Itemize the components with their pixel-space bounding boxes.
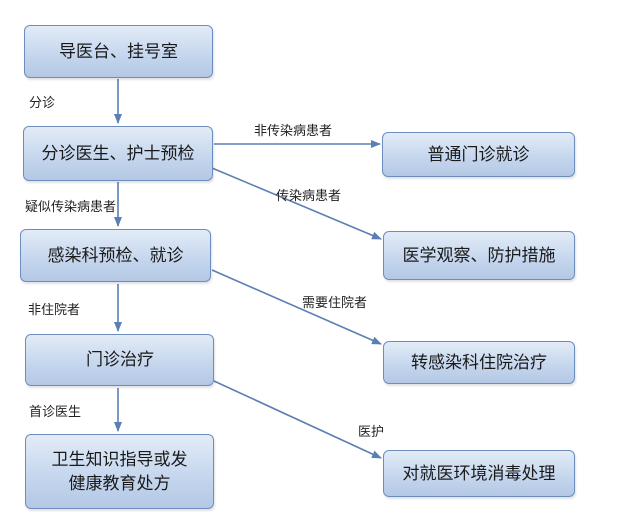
node-triage-desk-text: 导医台、挂号室: [59, 41, 178, 62]
node-observation: 医学观察、防护措施: [383, 231, 575, 280]
node-pre-check: 分诊医生、护士预检: [23, 126, 213, 181]
edge-label-suspected-infectious: 疑似传染病患者: [25, 200, 117, 215]
node-outpatient-treatment: 门诊治疗: [25, 334, 214, 386]
node-general-clinic: 普通门诊就诊: [382, 132, 575, 177]
node-disinfection-text: 对就医环境消毒处理: [402, 463, 556, 484]
node-outpatient-treatment-text: 门诊治疗: [86, 350, 154, 370]
node-infection-pre-check-text: 感染科预检、就诊: [47, 245, 184, 266]
node-health-education-text: 卫生知识指导或发 健康教育处方: [51, 449, 188, 494]
edge-label-infectious: 传染病患者: [276, 189, 342, 204]
edge-label-first-doctor: 首诊医生: [29, 405, 82, 420]
edge-label-needs-inpatient: 需要住院者: [302, 296, 368, 311]
edge-label-non-infectious: 非传染病患者: [254, 124, 333, 139]
node-observation-text: 医学观察、防护措施: [402, 245, 556, 266]
node-pre-check-text: 分诊医生、护士预检: [41, 143, 195, 164]
arrow-infection-to-transfer: [211, 269, 382, 345]
node-infection-pre-check: 感染科预检、就诊: [20, 229, 211, 282]
node-health-education: 卫生知识指导或发 健康教育处方: [25, 434, 214, 509]
node-general-clinic-text: 普通门诊就诊: [427, 144, 530, 165]
node-disinfection: 对就医环境消毒处理: [383, 450, 575, 497]
edge-label-medical-care: 医护: [358, 425, 385, 440]
node-transfer-inpatient: 转感染科住院治疗: [383, 341, 575, 384]
edge-label-non-inpatient: 非住院者: [28, 303, 81, 318]
arrow-precheck-to-observation: [211, 167, 382, 240]
node-transfer-inpatient-text: 转感染科住院治疗: [411, 352, 547, 373]
node-triage-desk: 导医台、挂号室: [24, 25, 213, 78]
edge-label-triage: 分诊: [29, 96, 56, 111]
arrow-outpatient-to-disinfection: [213, 380, 382, 459]
